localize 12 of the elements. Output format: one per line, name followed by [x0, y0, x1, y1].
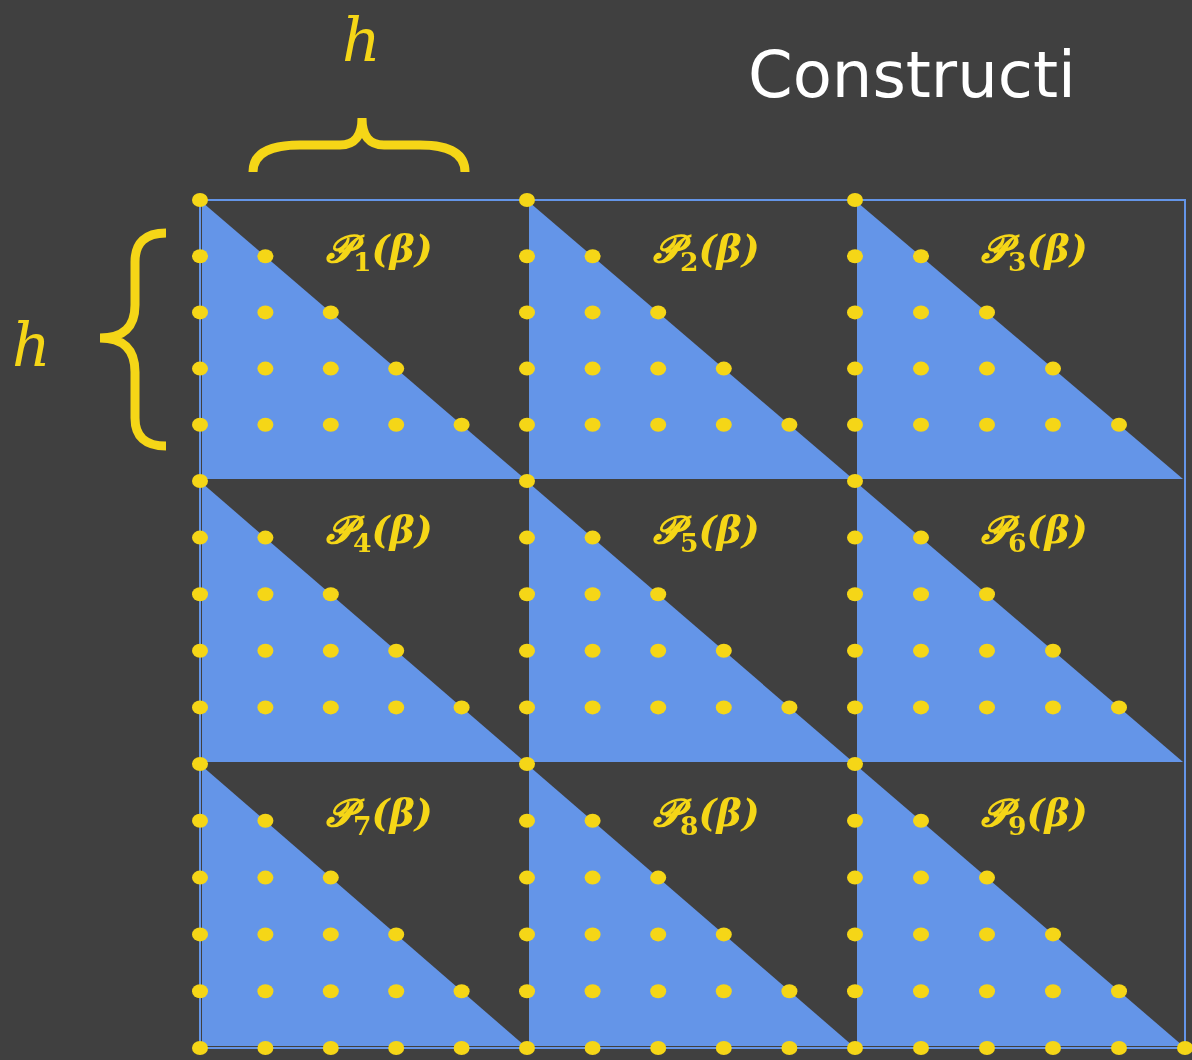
- region-label: 𝓟$_{6}$(𝜷): [981, 507, 1088, 558]
- region-label: 𝓟$_{3}$(𝜷): [981, 226, 1088, 277]
- title: Constructi: [748, 38, 1076, 112]
- dimension-label: h: [342, 5, 381, 75]
- region-label: 𝓟$_{7}$(𝜷): [326, 790, 433, 841]
- region-label: 𝓟$_{2}$(𝜷): [653, 226, 760, 277]
- region-label: 𝓟$_{9}$(𝜷): [981, 790, 1088, 841]
- region-label: 𝓟$_{5}$(𝜷): [653, 507, 760, 558]
- region-label: 𝓟$_{4}$(𝜷): [326, 507, 433, 558]
- dimension-label: h: [12, 310, 51, 380]
- region-label: 𝓟$_{1}$(𝜷): [326, 226, 433, 277]
- region-label: 𝓟$_{8}$(𝜷): [653, 790, 760, 841]
